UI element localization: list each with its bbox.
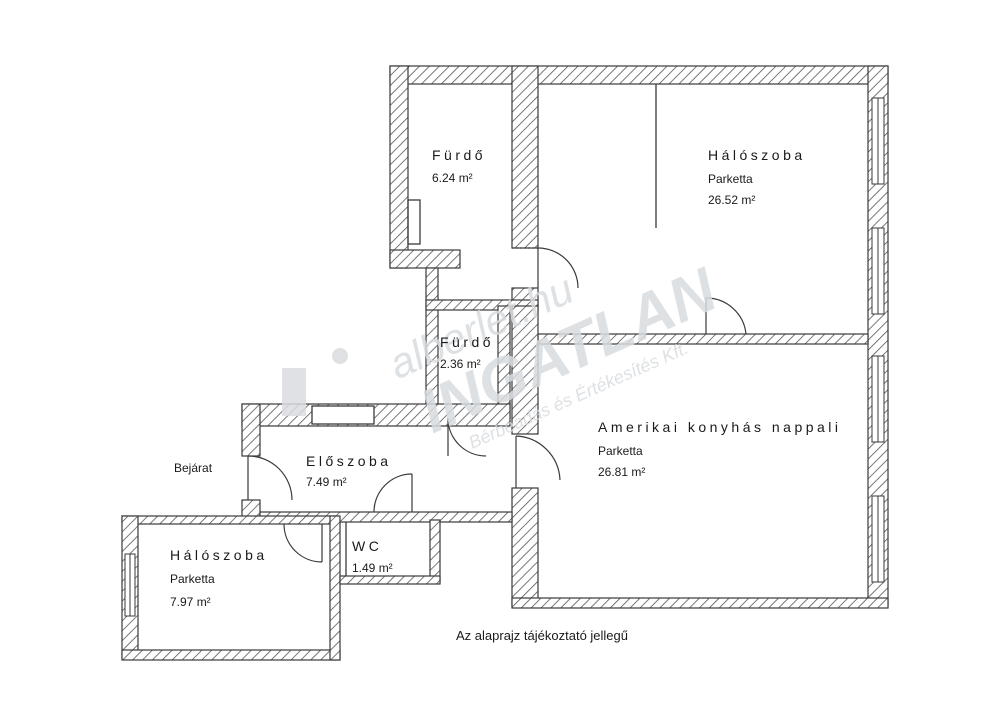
wall-living-left-lower: [511, 487, 539, 607]
room-name-bedroom-large: Hálószoba: [708, 147, 806, 163]
wall-living-bottom: [511, 597, 889, 609]
wall-sbed-top: [121, 515, 337, 525]
door-bath-bedroom: [512, 247, 579, 289]
door-small-bedroom: [283, 523, 323, 563]
door-small-bath: [447, 417, 487, 457]
sink-fixture: [407, 199, 421, 245]
door-entrance: [247, 455, 293, 501]
door-hall-to-wc: [373, 473, 413, 513]
room-name-bath-small: Fürdő: [440, 334, 494, 350]
room-floor-bedroom-small: Parketta: [170, 572, 215, 586]
room-name-bath-large: Fürdő: [432, 147, 486, 163]
doors: [247, 247, 747, 563]
room-name-bedroom-small: Hálószoba: [170, 547, 268, 563]
interior-lines: [311, 84, 657, 576]
wall-top: [389, 65, 889, 85]
door-living: [515, 435, 561, 488]
entrance-label: Bejárat: [174, 461, 213, 475]
wall-small-bath-top: [425, 299, 539, 311]
room-area-bath-small: 2.36 m²: [440, 357, 481, 371]
room-name-living: Amerikai konyhás nappali: [598, 419, 842, 435]
room-floor-living: Parketta: [598, 444, 643, 458]
hall-cabinet: [311, 405, 375, 425]
watermark-logo: [282, 368, 306, 416]
wall-bath-bedroom: [511, 65, 539, 249]
wall-hall-left: [241, 403, 261, 457]
room-area-hall: 7.49 m²: [306, 475, 347, 489]
footnote: Az alaprajz tájékoztató jellegű: [456, 628, 628, 643]
room-area-wc: 1.49 m²: [352, 561, 393, 575]
wall-wc-right: [429, 519, 441, 583]
room-name-wc: WC: [352, 538, 382, 554]
room-labels: Fürdő 6.24 m² Hálószoba Parketta 26.52 m…: [170, 147, 842, 643]
windows: [124, 97, 885, 617]
room-area-bedroom-small: 7.97 m²: [170, 595, 211, 609]
door-bedroom: [705, 297, 747, 335]
wall-bath-bottom: [389, 249, 461, 269]
room-name-hall: Előszoba: [306, 453, 392, 469]
watermark-logo-dot: [332, 348, 348, 364]
wall-bath-left: [389, 65, 409, 269]
room-floor-bedroom-large: Parketta: [708, 172, 753, 186]
wall-wc-bottom: [339, 575, 441, 585]
walls: [121, 65, 889, 661]
wall-sbed-right: [329, 515, 341, 661]
room-area-living: 26.81 m²: [598, 465, 645, 479]
wall-living-left: [511, 305, 539, 435]
wall-sbed-bottom: [121, 649, 341, 661]
room-area-bath-large: 6.24 m²: [432, 171, 473, 185]
room-area-bedroom-large: 26.52 m²: [708, 193, 755, 207]
